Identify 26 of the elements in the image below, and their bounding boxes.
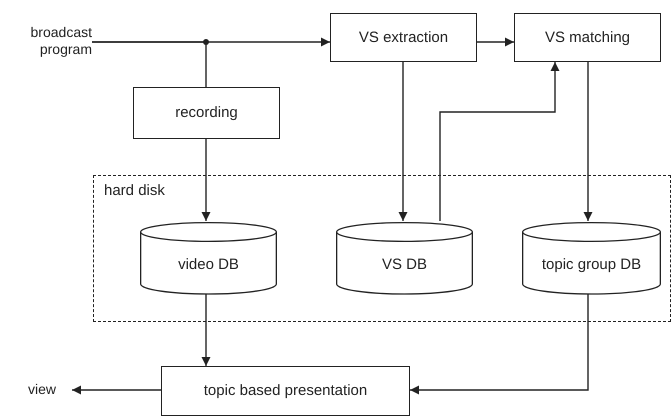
database-cylinder [522,222,661,294]
arrow [202,139,210,221]
node-label: topic group DB [542,256,642,274]
arrow [410,293,589,394]
node-label: topic based presentation [204,382,368,400]
arrow [477,38,514,46]
process-box [161,366,410,416]
node-label: VS matching [544,28,630,46]
node-label: VS DB [382,256,427,274]
database-cylinder [140,222,277,294]
arrow [398,62,408,221]
text-label: view [28,381,72,401]
region-title: hard disk [104,182,165,200]
process-box [330,13,477,62]
database-cylinder [336,222,473,294]
process-box [133,87,280,139]
text-label: broadcast program [2,24,92,62]
arrow [202,293,210,366]
arrow [584,62,592,221]
node-label: recording [175,104,238,122]
node-label: video DB [178,256,239,274]
node-label: VS extraction [358,28,448,46]
arrow [72,386,161,394]
arrow [439,62,560,221]
process-box [514,13,661,62]
storage-region [93,175,671,322]
